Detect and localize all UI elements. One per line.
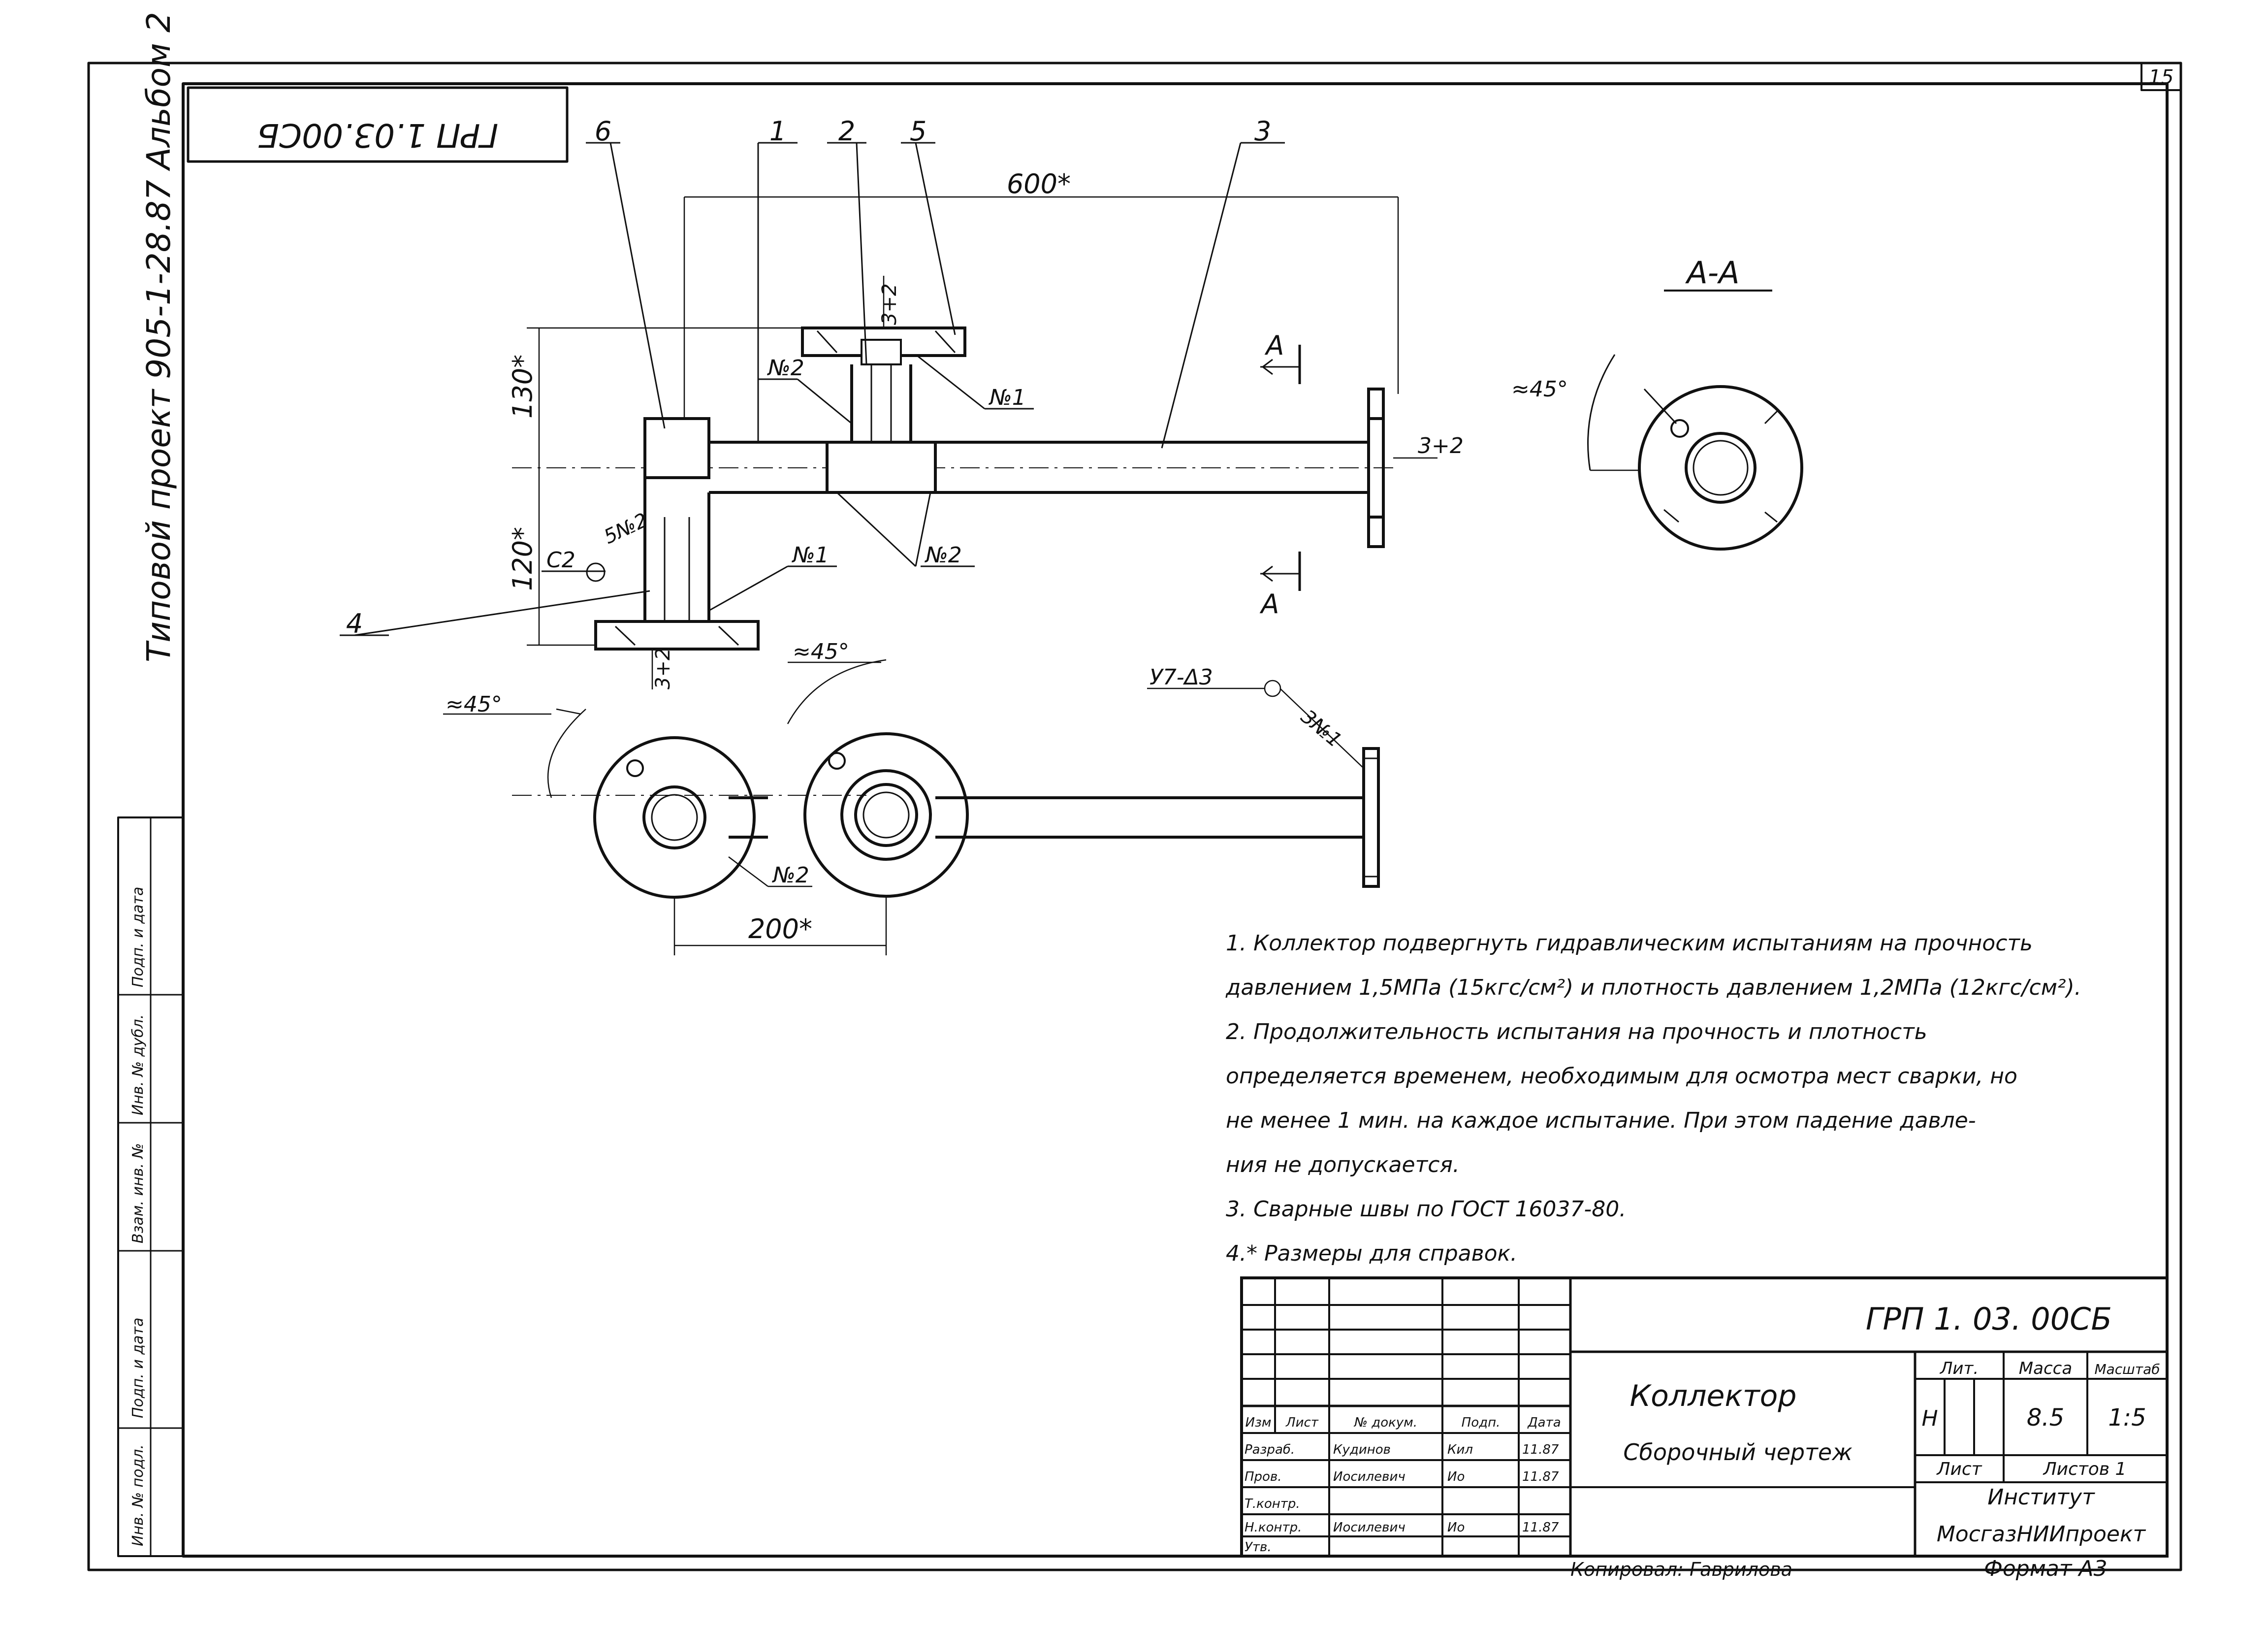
dim-height-down: 120* <box>507 527 538 591</box>
tb-col-izm: Изм <box>1246 1415 1272 1430</box>
plan-angle-right: ≈45° <box>793 639 849 664</box>
tb-title: Коллектор <box>1630 1379 1797 1413</box>
tb-col-sign: Подп. <box>1462 1415 1501 1430</box>
plan-dimensions <box>443 659 1364 955</box>
tb-row2-role: Пров. <box>1245 1469 1282 1484</box>
note-line-4: определяется временем, необходимым для о… <box>1226 1064 2017 1089</box>
part-leaders <box>340 142 1285 636</box>
side-col-4: Инв. № дубл. <box>129 1014 147 1115</box>
section-label: А-А <box>1685 255 1739 291</box>
side-columns: Инв. № подл. Подп. и дата Взам. инв. № И… <box>117 816 184 1557</box>
tb-scale-value: 1:5 <box>2108 1404 2146 1432</box>
note-line-2: давлением 1,5МПа (15кгс/см²) и плотность… <box>1225 975 2081 1000</box>
plan-view <box>512 732 1380 899</box>
part-2: 2 <box>838 116 855 147</box>
part-4: 4 <box>346 608 363 639</box>
tb-mass-value: 8.5 <box>2027 1404 2064 1432</box>
elevation-dimensions <box>527 196 1437 689</box>
elevation-view <box>512 326 1398 651</box>
tb-row3-role: Т.контр. <box>1245 1497 1300 1511</box>
side-col-5: Подп. и дата <box>129 887 147 987</box>
cut-marks <box>1260 345 1301 591</box>
tb-lit-label: Лит. <box>1939 1359 1979 1378</box>
cut-mark-top: А <box>1265 330 1284 361</box>
tb-row4-name: Иосилевич <box>1333 1520 1406 1535</box>
tb-lit-value: Н <box>1921 1406 1938 1431</box>
side-col-1: Инв. № подл. <box>129 1444 147 1546</box>
rotated-code: ГРП 1.03.00СБ <box>257 116 498 154</box>
tb-row2-name: Иосилевич <box>1333 1469 1406 1484</box>
tb-row4-role: Н.контр. <box>1245 1520 1302 1535</box>
tb-sheets-label: Листов 1 <box>2043 1459 2127 1479</box>
dim-bottom-length: 200* <box>748 913 812 945</box>
cut-mark-bottom: А <box>1260 588 1279 619</box>
note-line-3: 2. Продолжительность испытания на прочно… <box>1226 1019 1927 1044</box>
part-3: 3 <box>1254 116 1271 147</box>
sheet-number: 15 <box>2149 66 2174 89</box>
note-line-7: 3. Сварные швы по ГОСТ 16037-80. <box>1226 1197 1626 1222</box>
weld-mark-3: №1 <box>791 543 829 568</box>
tb-row1-sign: Кил <box>1447 1442 1473 1457</box>
note-line-6: ния не допускается. <box>1226 1152 1460 1177</box>
tb-row5-role: Утв. <box>1245 1540 1272 1555</box>
dim-gap-right: 3+2 <box>1418 433 1464 458</box>
tb-row1-date: 11.87 <box>1522 1442 1559 1457</box>
tb-row1-role: Разраб. <box>1245 1442 1295 1457</box>
weld-left-type: С2 <box>546 548 575 573</box>
weld-leaders <box>542 354 1034 612</box>
tb-code: ГРП 1. 03. 00СБ <box>1866 1301 2112 1337</box>
side-col-3: Взам. инв. № <box>129 1143 147 1243</box>
tb-row4-date: 11.87 <box>1522 1520 1559 1535</box>
note-line-8: 4.* Размеры для справок. <box>1226 1241 1517 1266</box>
dim-gap-bottom: 3+2 <box>652 648 674 689</box>
notes: 1. Коллектор подвергнуть гидравлическим … <box>1225 931 2081 1266</box>
section-view <box>1587 354 1803 551</box>
note-line-1: 1. Коллектор подвергнуть гидравлическим … <box>1226 931 2033 956</box>
format-label: Формат А3 <box>1984 1556 2108 1581</box>
tb-sheet-label: Лист <box>1936 1459 1982 1479</box>
copied-by: Копировал: Гаврилова <box>1570 1559 1792 1580</box>
side-col-2: Подп. и дата <box>129 1318 147 1418</box>
weld-mark-4: №2 <box>924 543 962 568</box>
title-block <box>1240 1276 2169 1558</box>
weld-mark-1: №2 <box>767 356 804 381</box>
part-6: 6 <box>595 116 611 147</box>
tb-org-line1: Институт <box>1987 1485 2095 1510</box>
dim-gap-small: 3+2 <box>878 284 901 325</box>
weld-mark-plan: №2 <box>771 863 809 888</box>
project-side-text: Типовой проект 905-1-28.87 Альбом 2 <box>140 12 178 662</box>
tb-row2-sign: Ио <box>1447 1469 1465 1484</box>
dim-height-up: 130* <box>507 355 538 419</box>
plan-angle-left: ≈45° <box>446 692 502 717</box>
tb-mass-label: Масса <box>2019 1359 2072 1378</box>
tb-row4-sign: Ио <box>1447 1520 1465 1535</box>
rotated-code-box <box>187 86 569 163</box>
dim-top-length: 600* <box>1007 168 1071 199</box>
tb-col-date: Дата <box>1527 1415 1561 1430</box>
tb-row1-name: Кудинов <box>1333 1442 1391 1457</box>
section-angle: ≈45° <box>1511 377 1568 402</box>
part-5: 5 <box>910 116 926 147</box>
outer-frame <box>87 62 2182 1571</box>
tb-subtitle: Сборочный чертеж <box>1623 1439 1853 1466</box>
tb-scale-label: Масштаб <box>2094 1361 2160 1377</box>
weld-right-symbol: У7-Δ3 <box>1150 665 1213 690</box>
tb-row2-date: 11.87 <box>1522 1469 1559 1484</box>
tb-col-doc: № докум. <box>1353 1415 1417 1430</box>
sheet-number-box <box>2140 62 2182 91</box>
tb-org-line2: МосгазНИИпроект <box>1937 1522 2146 1547</box>
note-line-5: не менее 1 мин. на каждое испытание. При… <box>1226 1108 1976 1133</box>
weld-mark-2: №1 <box>988 385 1026 410</box>
tb-col-list: Лист <box>1285 1415 1319 1430</box>
part-1: 1 <box>769 116 786 147</box>
